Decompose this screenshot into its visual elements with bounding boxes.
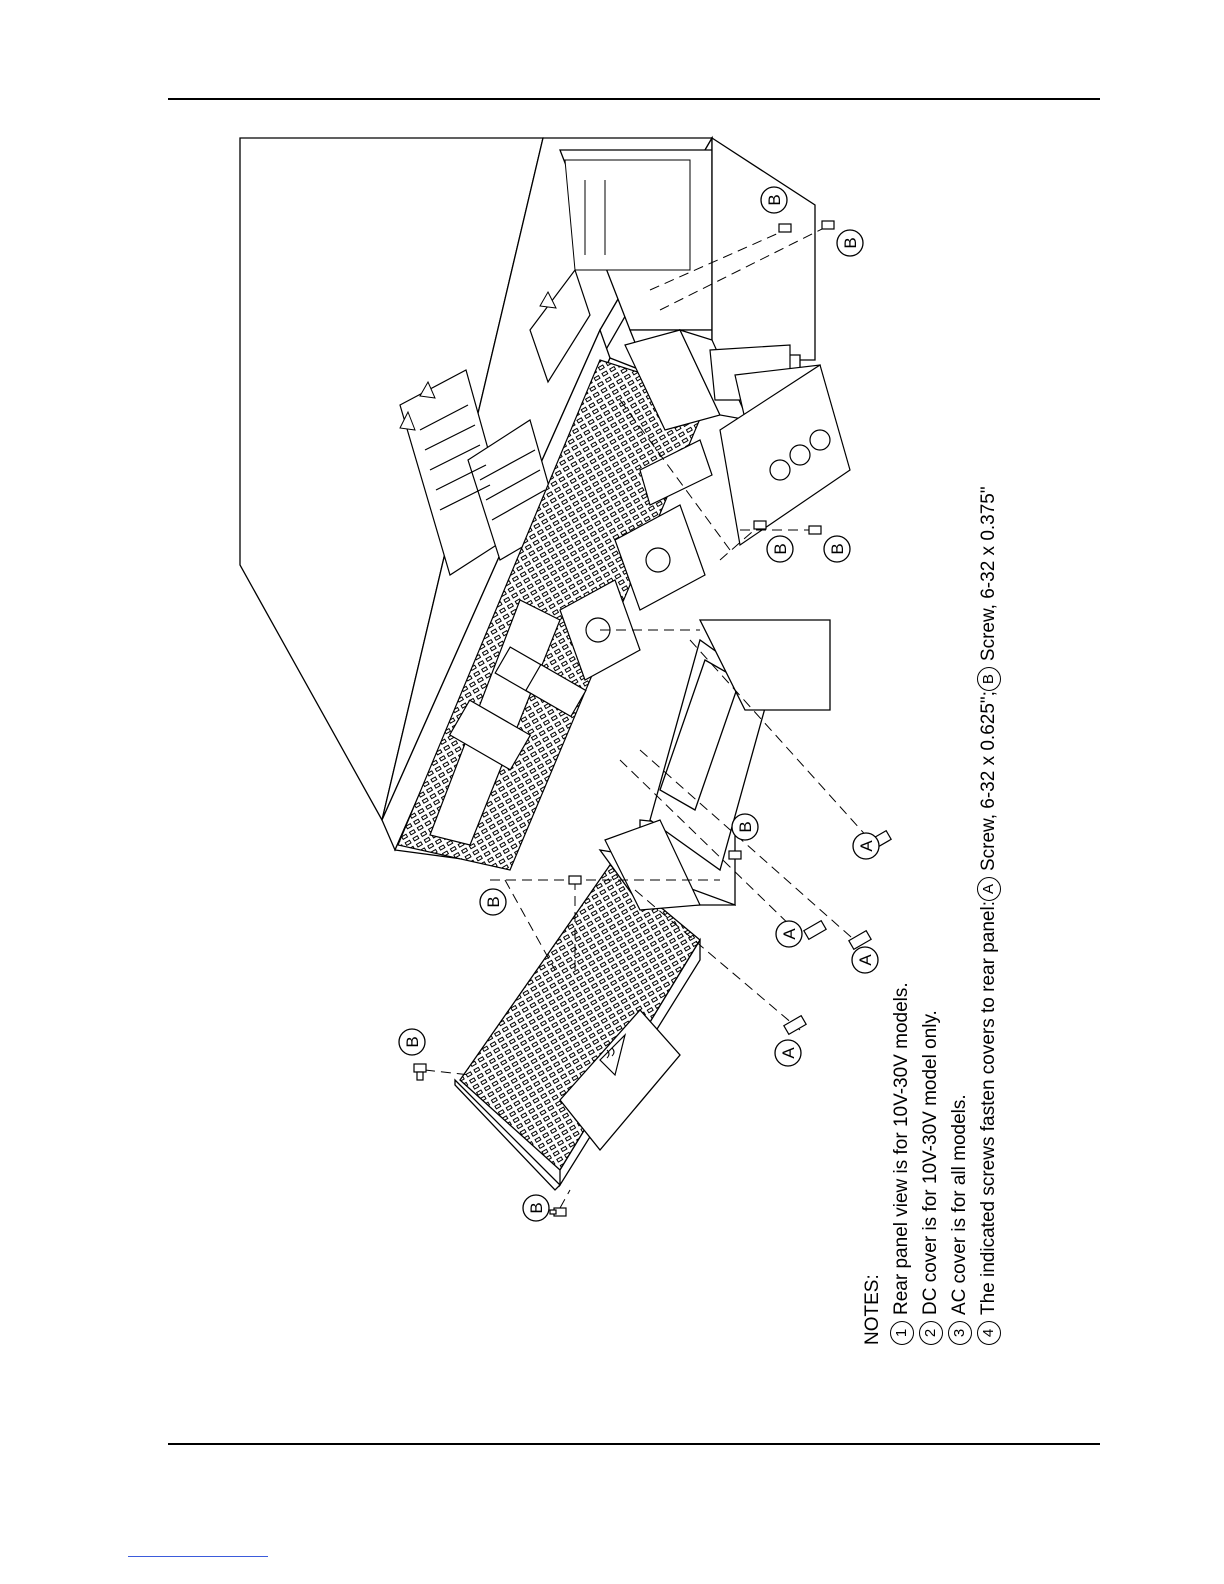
- callout-b: B: [837, 230, 863, 256]
- callout-b: B: [523, 1195, 549, 1221]
- screw-b-callout: B: [977, 667, 1001, 691]
- note-item: 4 The indicated screws fasten covers to …: [974, 575, 1003, 1345]
- callout-b: B: [399, 1029, 425, 1055]
- callout-b-label: B: [527, 1202, 546, 1213]
- note-item: 2 DC cover is for 10V-30V model only.: [916, 575, 945, 1345]
- note-text: The indicated screws fasten covers to re…: [974, 901, 1003, 1315]
- callout-b: B: [480, 889, 506, 915]
- callout-a: A: [775, 1040, 801, 1066]
- screw-a-callout: A: [977, 877, 1001, 901]
- callout-b-label: B: [765, 194, 784, 205]
- callout-b-label: B: [771, 543, 790, 554]
- note-text: AC cover is for all models.: [945, 1094, 974, 1315]
- screw-b-text: Screw, 6-32 x 0.375": [974, 486, 1003, 661]
- notes-block: NOTES: 1 Rear panel view is for 10V-30V …: [858, 575, 1003, 1345]
- note-number: 2: [919, 1321, 943, 1345]
- callout-a: A: [776, 921, 802, 947]
- callout-b-label: B: [736, 821, 755, 832]
- note-number: 1: [890, 1321, 914, 1345]
- note-text: DC cover is for 10V-30V model only.: [916, 1010, 945, 1315]
- notes-heading: NOTES:: [858, 575, 887, 1345]
- callout-b-label: B: [828, 543, 847, 554]
- callout-a-label: A: [779, 1047, 798, 1059]
- note-text: Rear panel view is for 10V-30V models.: [887, 982, 916, 1315]
- footer-link-underline[interactable]: [128, 1556, 268, 1557]
- note-item: 1 Rear panel view is for 10V-30V models.: [887, 575, 916, 1345]
- note-item: 3 AC cover is for all models.: [945, 575, 974, 1345]
- callout-b: B: [761, 187, 787, 213]
- screw-a-text: Screw, 6-32 x 0.625";: [974, 691, 1003, 871]
- callout-a-label: A: [780, 928, 799, 940]
- callout-b: B: [732, 814, 758, 840]
- callout-b-label: B: [484, 896, 503, 907]
- callout-b: B: [767, 536, 793, 562]
- callout-b: B: [824, 536, 850, 562]
- note-number: 4: [977, 1321, 1001, 1345]
- callout-b-label: B: [403, 1036, 422, 1047]
- note-number: 3: [948, 1321, 972, 1345]
- front-label: [565, 160, 690, 270]
- callout-b-label: B: [841, 237, 860, 248]
